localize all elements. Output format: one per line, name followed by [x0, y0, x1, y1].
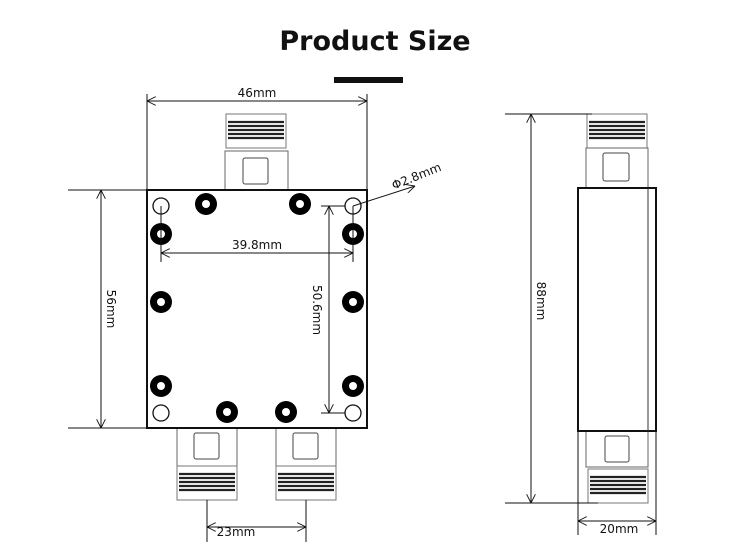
dim-total-length: 88mm: [534, 282, 548, 321]
side-housing: [577, 187, 657, 432]
front-view: 46mm 56mm 39.8mm 50.6mm Φ2.8mm 23mm: [68, 86, 443, 542]
bottom-connector-right: [274, 427, 338, 502]
bottom-connector-left: [175, 427, 239, 502]
dim-body-height: 56mm: [104, 290, 118, 329]
top-connector: [224, 112, 289, 191]
dim-top-width: 46mm: [238, 86, 277, 100]
dim-connector-spacing: 23mm: [217, 525, 256, 539]
side-view: 88mm 20mm: [505, 112, 657, 536]
dim-side-width: 20mm: [600, 522, 639, 536]
page-title: Product Size: [279, 26, 471, 57]
dim-hole-spacing-horizontal: 39.8mm: [232, 238, 282, 252]
title-underline: [334, 77, 403, 83]
housing-body: [146, 189, 368, 429]
dim-hole-diameter: Φ2.8mm: [390, 160, 443, 192]
dim-hole-spacing-vertical: 50.6mm: [310, 285, 324, 335]
